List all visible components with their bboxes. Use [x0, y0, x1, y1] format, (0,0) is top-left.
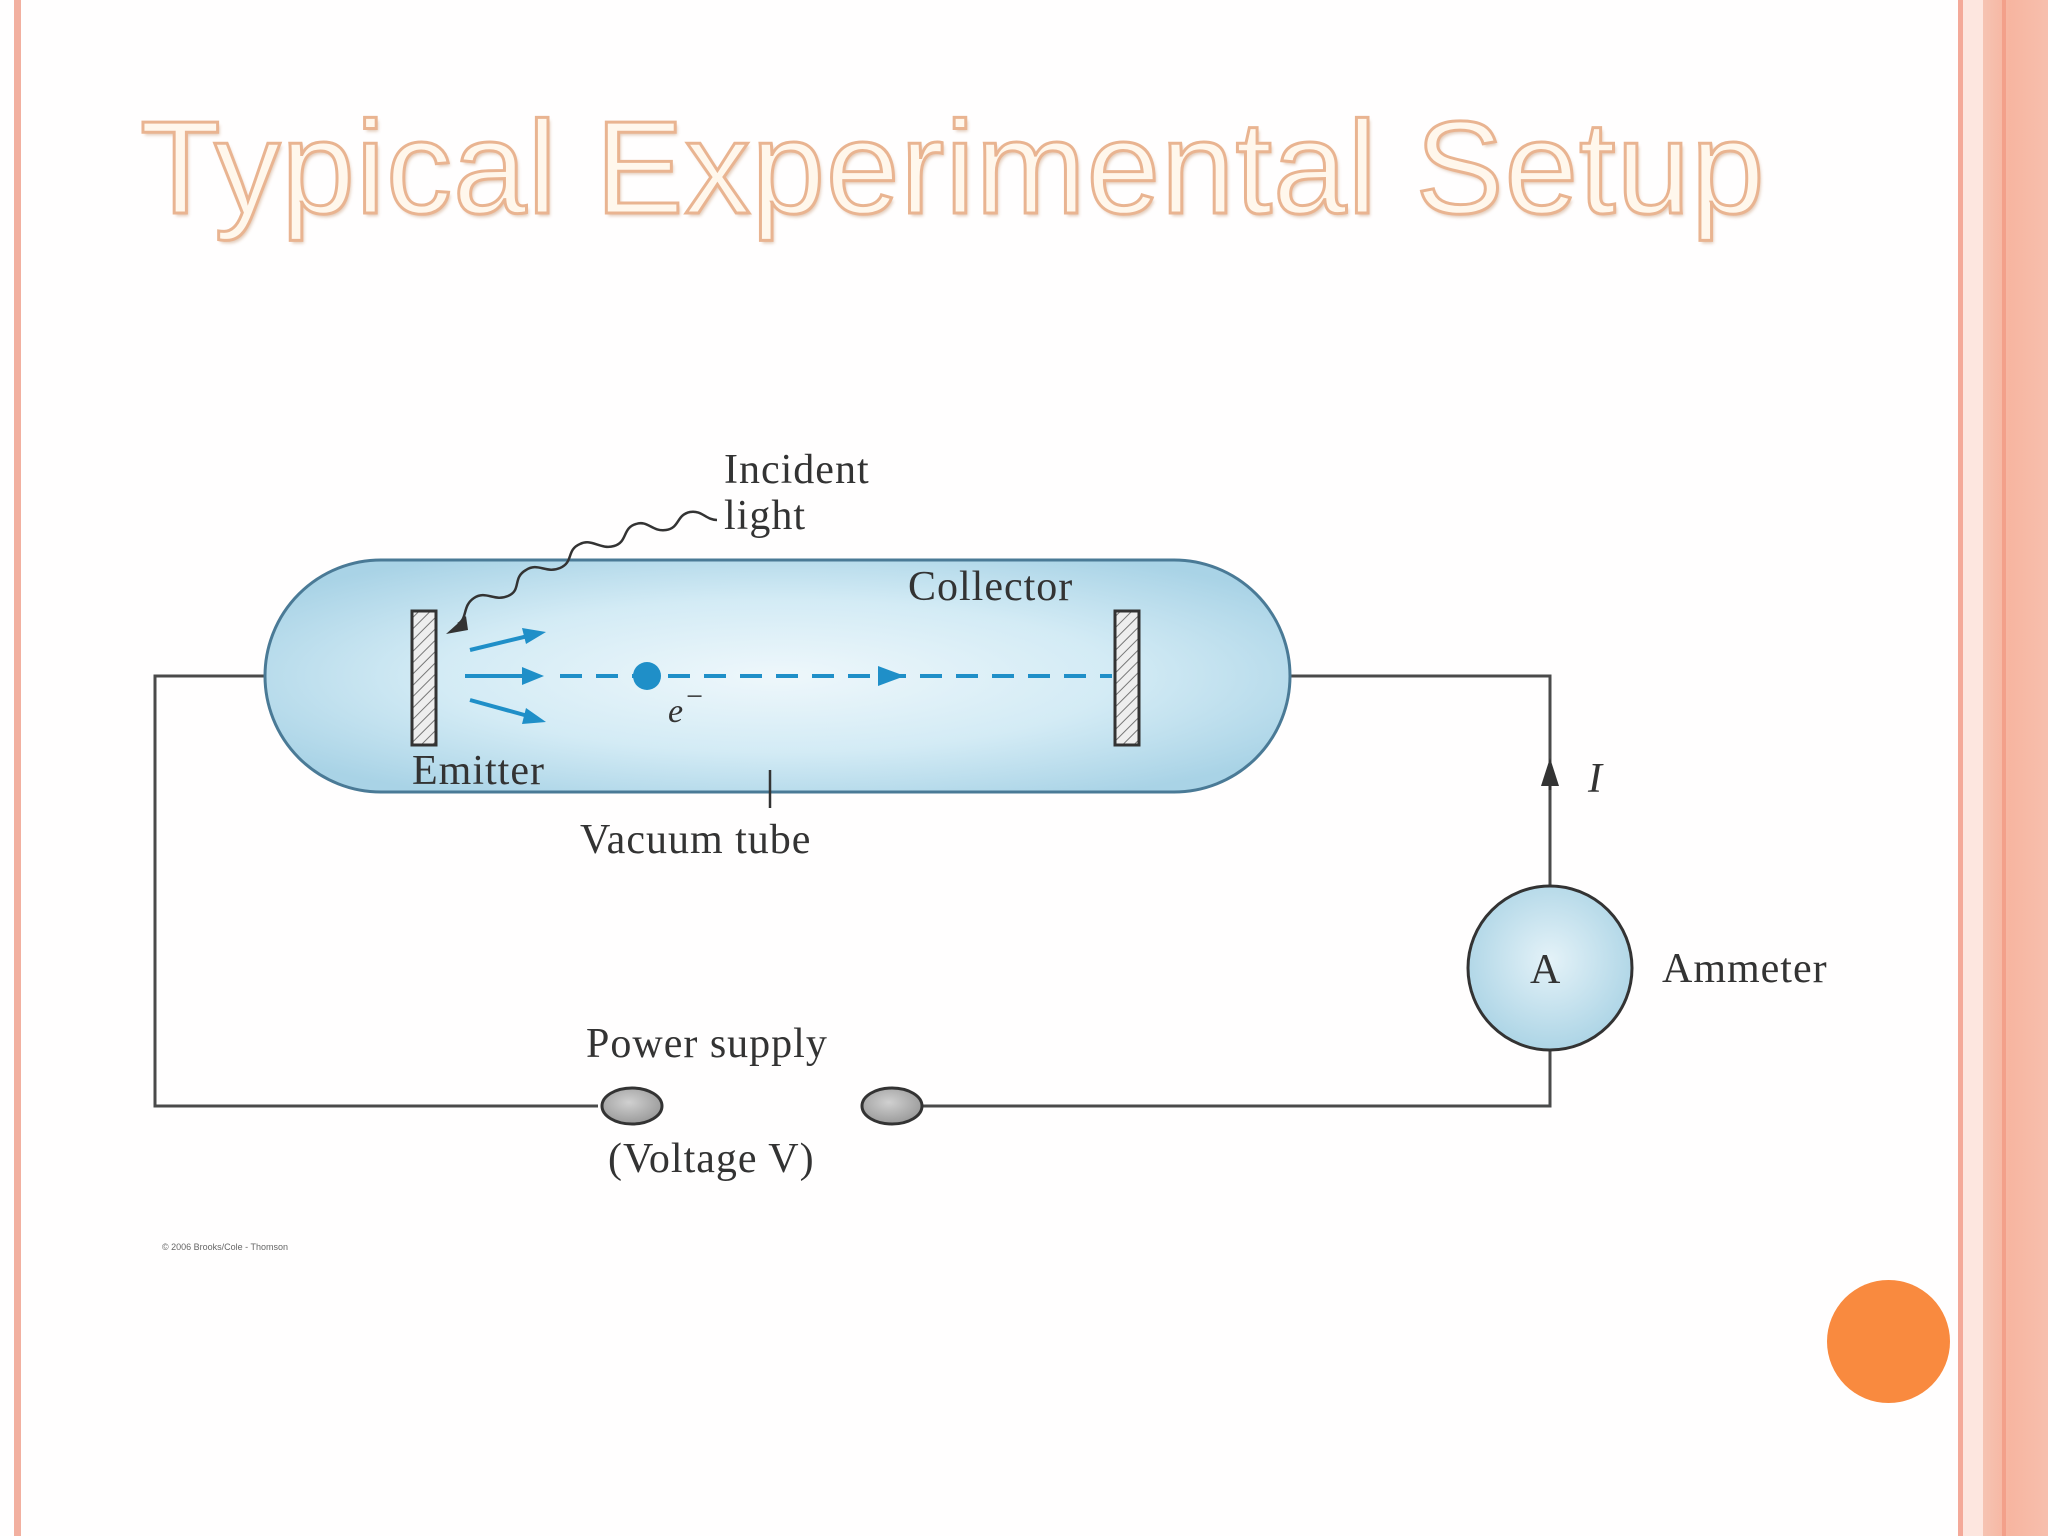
electron-dot [633, 662, 661, 690]
vacuum-tube-label: Vacuum tube [580, 817, 811, 863]
incident-light-label-line1: Incident [724, 447, 870, 493]
power-supply-terminal-right [860, 1086, 924, 1126]
current-arrowhead [1541, 758, 1559, 786]
right-border-rule [1958, 0, 1963, 1536]
ammeter-circle [1466, 884, 1634, 1052]
right-border-band [1983, 0, 2048, 1536]
collector-label: Collector [908, 564, 1073, 610]
power-supply-label: Power supply [586, 1021, 828, 1067]
ammeter-symbol: A [1530, 947, 1561, 993]
right-border-pale-band [1963, 0, 1983, 1536]
electron-path-arrowhead [878, 666, 905, 686]
incident-light-arrowhead [446, 616, 468, 634]
emitter-label: Emitter [412, 748, 545, 794]
electron-symbol: e [668, 693, 684, 730]
ammeter-label: Ammeter [1662, 946, 1828, 992]
right-border-band-line [2002, 0, 2006, 1536]
copyright-notice: © 2006 Brooks/Cole - Thomson [162, 1242, 289, 1252]
left-border-rule [14, 0, 21, 1536]
electron-label: e− [668, 680, 705, 730]
electron-charge: − [684, 680, 705, 713]
current-label: I [1587, 756, 1604, 802]
power-supply-terminal-left [600, 1086, 664, 1126]
incident-light-wave [457, 510, 718, 626]
incident-light-label-line2: light [724, 493, 806, 539]
orange-accent-circle [1827, 1280, 1950, 1403]
slide-title: Typical Experimental Setup [138, 93, 1766, 243]
emitter-plate [410, 609, 438, 747]
voltage-label: (Voltage V) [608, 1136, 815, 1182]
circuit-wire-left [153, 674, 598, 1108]
collector-plate [1113, 609, 1141, 747]
emitted-electron-arrows [465, 628, 546, 724]
